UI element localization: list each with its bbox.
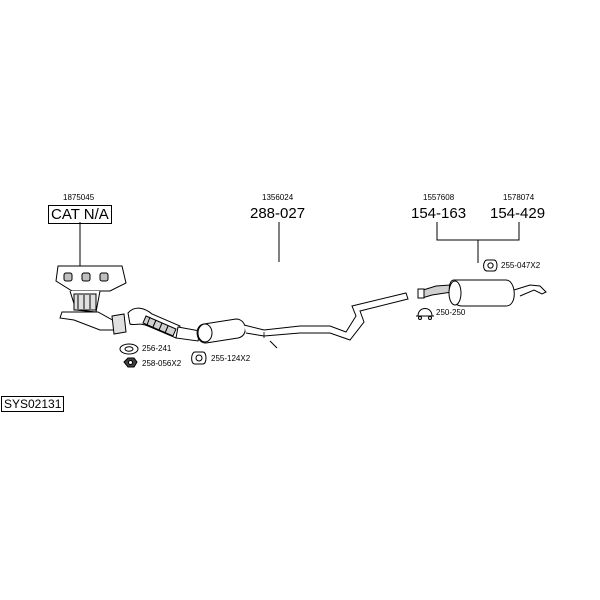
part-ref-rear-a[interactable]: 154-163 bbox=[411, 205, 467, 222]
accessory-hanger-rear-label[interactable]: 255-047X2 bbox=[501, 261, 541, 270]
rubber-hanger-rear-icon bbox=[483, 259, 498, 272]
gasket-icon bbox=[119, 343, 139, 355]
manifold-part bbox=[55, 265, 127, 335]
part-ref-rear-b[interactable]: 154-429 bbox=[490, 205, 546, 222]
part-ref-front[interactable]: 288-027 bbox=[250, 205, 306, 222]
oem-number-front: 1356024 bbox=[262, 193, 294, 202]
oem-number-manifold: 1875045 bbox=[63, 193, 95, 202]
clamp-icon bbox=[416, 308, 434, 320]
oem-number-rear-a: 1557608 bbox=[423, 193, 455, 202]
front-muffler-part bbox=[196, 292, 409, 349]
accessory-gasket-label[interactable]: 256-241 bbox=[142, 344, 172, 353]
oem-number-rear-b: 1578074 bbox=[503, 193, 535, 202]
accessory-clamp-label[interactable]: 250-250 bbox=[436, 308, 466, 317]
part-ref-manifold[interactable]: CAT N/A bbox=[48, 205, 112, 224]
rear-silencer-part bbox=[417, 279, 547, 307]
accessory-nut-label[interactable]: 258-056X2 bbox=[142, 359, 182, 368]
leader-bracket-rear bbox=[436, 222, 520, 241]
nut-icon bbox=[123, 357, 138, 368]
flex-pipe-part bbox=[127, 307, 201, 342]
system-code-label: SYS02131 bbox=[1, 396, 65, 412]
rubber-hanger-front-icon bbox=[191, 351, 207, 365]
accessory-hanger-front-label[interactable]: 255-124X2 bbox=[211, 354, 251, 363]
